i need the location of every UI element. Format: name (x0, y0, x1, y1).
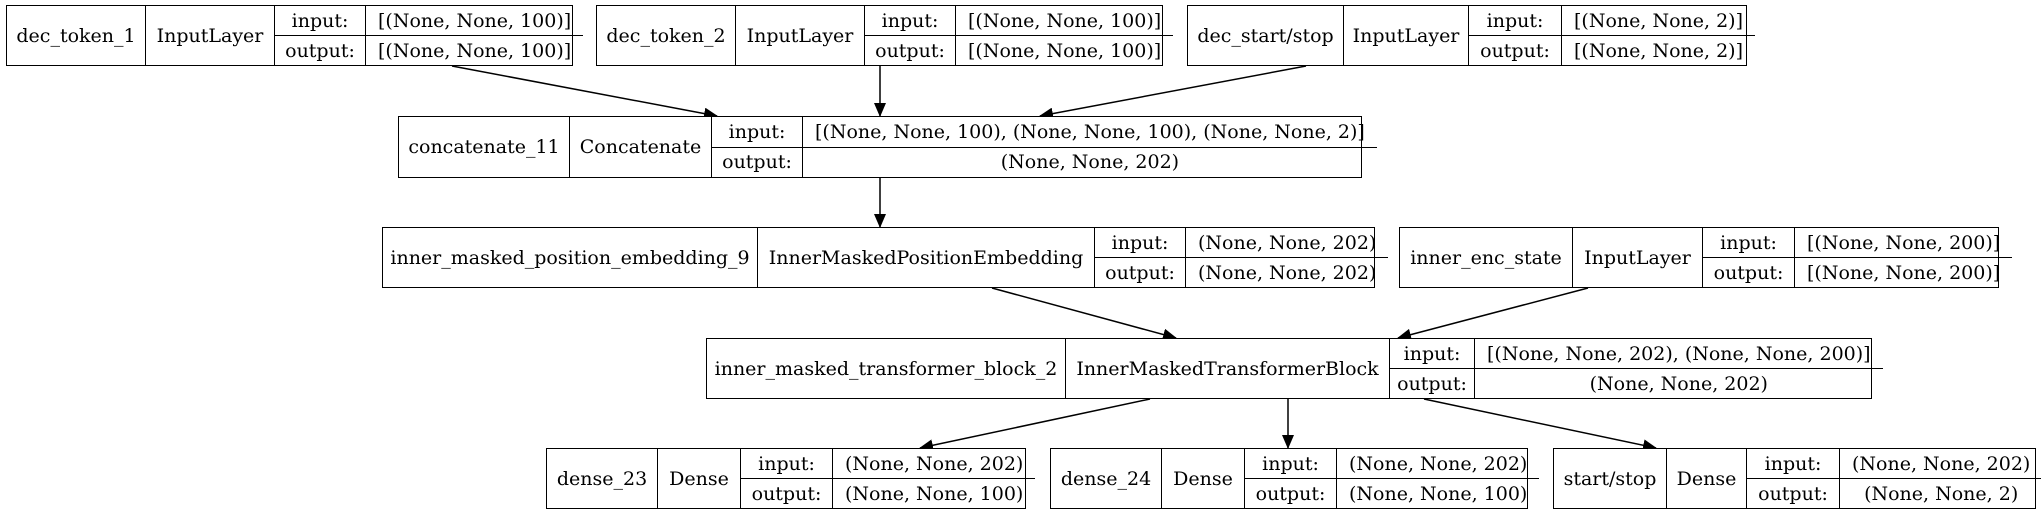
layer-name: start/stop (1554, 449, 1667, 508)
layer-name: inner_enc_state (1400, 228, 1573, 287)
edge-arrow (451, 65, 718, 120)
input-shape: (None, None, 202) (833, 449, 1036, 479)
node-dense-24[interactable]: dense_24 Dense input: (None, None, 202) … (1050, 448, 1540, 509)
layer-name: inner_masked_position_embedding_9 (383, 228, 758, 287)
output-label: output: (1747, 479, 1840, 508)
output-shape: [(None, None, 100)] (968, 39, 1162, 62)
output-shape: (None, None, 202) (1198, 261, 1377, 284)
input-shape: (None, None, 202) (1840, 449, 2041, 479)
layer-name: inner_masked_transformer_block_2 (707, 339, 1066, 398)
input-shape: (None, None, 202) (1337, 449, 1540, 479)
input-label: input: (1469, 6, 1562, 36)
input-shape: [(None, None, 100)] (956, 6, 1174, 36)
output-label: output: (712, 147, 803, 177)
input-label: input: (1245, 449, 1337, 479)
output-label: output: (865, 36, 956, 65)
layer-type: Dense (1162, 449, 1245, 508)
input-shape: (None, None, 202) (1186, 228, 1389, 258)
input-label: input: (865, 6, 956, 36)
output-label: output: (1390, 369, 1475, 398)
layer-type: Concatenate (570, 117, 712, 177)
output-shape: [(None, None, 200)] (1807, 261, 2001, 284)
node-dense-23[interactable]: dense_23 Dense input: (None, None, 202) … (546, 448, 1036, 509)
output-shape: (None, None, 202) (1000, 151, 1180, 174)
output-shape: (None, None, 100) (845, 482, 1024, 505)
edge-arrow (919, 398, 1151, 452)
input-shape: [(None, None, 202), (None, None, 200)] (1475, 339, 1883, 369)
node-inner-enc-state[interactable]: inner_enc_state InputLayer input: [(None… (1399, 227, 2013, 288)
input-label: input: (1703, 228, 1795, 258)
output-label: output: (1095, 258, 1186, 287)
node-inner-masked-transformer-block-2[interactable]: inner_masked_transformer_block_2 InnerMa… (706, 338, 1883, 399)
input-label: input: (1095, 228, 1186, 258)
node-start-stop[interactable]: start/stop Dense input: (None, None, 202… (1553, 448, 2041, 509)
input-shape: [(None, None, 2)] (1562, 6, 1755, 36)
layer-type: InputLayer (1344, 6, 1469, 65)
layer-name: dec_token_1 (7, 6, 146, 65)
output-shape: [(None, None, 2)] (1574, 39, 1743, 62)
node-dec-token-1[interactable]: dec_token_1 InputLayer input: [(None, No… (6, 5, 584, 66)
layer-name: dense_24 (1051, 449, 1162, 508)
layer-name: dec_token_2 (597, 6, 736, 65)
layer-name: concatenate_11 (399, 117, 570, 177)
edge-arrow (1423, 398, 1657, 452)
node-concatenate-11[interactable]: concatenate_11 Concatenate input: [(None… (398, 116, 1377, 178)
output-shape: (None, None, 100) (1349, 482, 1528, 505)
layer-name: dense_23 (547, 449, 658, 508)
layer-name: dec_start/stop (1188, 6, 1344, 65)
node-dec-token-2[interactable]: dec_token_2 InputLayer input: [(None, No… (596, 5, 1174, 66)
output-shape: [(None, None, 100)] (378, 39, 572, 62)
output-shape: (None, None, 202) (1589, 372, 1768, 395)
input-shape: [(None, None, 100), (None, None, 100), (… (803, 117, 1377, 148)
layer-type: Dense (658, 449, 741, 508)
layer-type: InputLayer (736, 6, 865, 65)
layer-type: InputLayer (1573, 228, 1703, 287)
layer-type: Dense (1667, 449, 1747, 508)
node-inner-masked-position-embedding-9[interactable]: inner_masked_position_embedding_9 InnerM… (382, 227, 1389, 288)
edge-arrow (991, 287, 1177, 341)
edge-arrow (1039, 65, 1307, 120)
output-label: output: (1245, 479, 1337, 508)
output-label: output: (1469, 36, 1562, 65)
output-shape: (None, None, 2) (1864, 482, 2019, 505)
input-label: input: (712, 117, 803, 148)
input-label: input: (1747, 449, 1840, 479)
node-dec-start-stop[interactable]: dec_start/stop InputLayer input: [(None,… (1187, 5, 1755, 66)
layer-type: InputLayer (146, 6, 275, 65)
input-shape: [(None, None, 100)] (366, 6, 584, 36)
layer-type: InnerMaskedTransformerBlock (1066, 339, 1390, 398)
input-label: input: (275, 6, 366, 36)
output-label: output: (1703, 258, 1795, 287)
edge-arrow (1397, 287, 1589, 341)
output-label: output: (275, 36, 366, 65)
layer-type: InnerMaskedPositionEmbedding (758, 228, 1095, 287)
input-shape: [(None, None, 200)] (1795, 228, 2013, 258)
input-label: input: (741, 449, 833, 479)
input-label: input: (1390, 339, 1475, 369)
output-label: output: (741, 479, 833, 508)
